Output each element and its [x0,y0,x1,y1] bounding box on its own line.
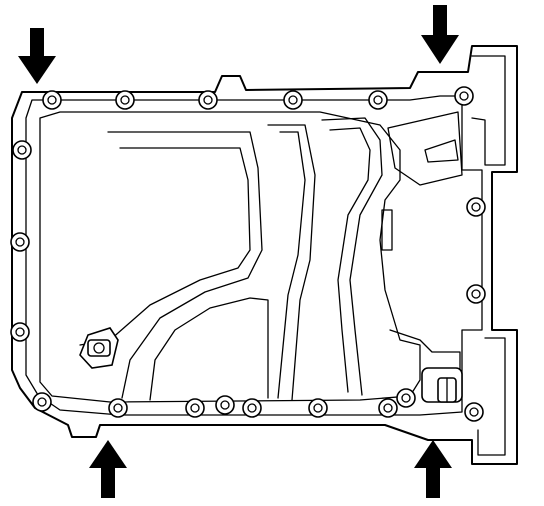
bolt-boss [242,398,262,418]
bolt-boss [466,197,486,217]
bolt-boss [396,388,416,408]
rib-arch [149,297,269,401]
rib-right [321,117,383,396]
bolt-boss [464,402,484,422]
baffle-slot [424,139,459,163]
arrow-top-left [18,28,56,84]
baffle-lower-right [389,329,461,381]
small-rib-right [381,209,393,251]
bolt-boss [308,398,328,418]
bolt-boss [115,90,135,110]
bolt-boss [454,86,474,106]
bolt-boss [42,90,62,110]
bolt-boss [10,232,30,252]
bolt-boss [368,90,388,110]
right-mount-upper [471,55,506,166]
arrow-top-right [421,5,459,64]
rib-left-inner [79,147,251,346]
bolt-boss [198,90,218,110]
rib-mid [267,124,316,401]
drain-plug [79,327,119,369]
bolt-group [10,86,486,422]
bolt-boss [185,398,205,418]
rib-mid-inner [277,131,306,399]
bolt-boss [466,284,486,304]
bolt-boss [215,395,235,415]
right-mount-lower [477,337,506,456]
baffle-upper-right [387,111,463,186]
arrow-bottom-right [414,440,452,498]
bolt-boss [10,322,30,342]
sump-inner-wall [39,111,421,403]
bolt-boss [12,140,32,160]
arrow-bottom-left [89,440,127,498]
pan-outer-flange [11,45,518,465]
bolt-boss [108,398,128,418]
rib-left [107,131,263,399]
sensor-fitting [421,367,463,403]
bolt-boss [32,392,52,412]
bolt-boss [283,90,303,110]
rib-right-inner [329,127,371,393]
bolt-boss [378,398,398,418]
